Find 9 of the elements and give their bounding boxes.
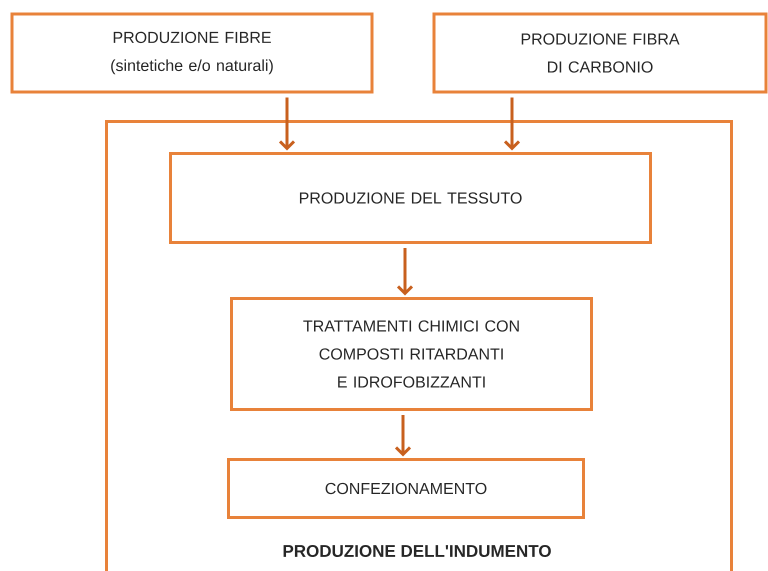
arrow — [278, 140, 296, 150]
process-box: PRODUZIONE DEL TESSUTO — [169, 152, 652, 244]
process-box: PRODUZIONE FIBRA DI CARBONIO — [432, 12, 768, 94]
arrow — [504, 140, 520, 150]
arrow — [396, 285, 414, 296]
process-box: PRODUZIONE FIBRE (sintetiche e/o naturali) — [10, 12, 374, 94]
process-box: TRATTAMENTI CHIMICI CON COMPOSTI RITARDANTI E IDROFOBIZZANTI — [230, 297, 593, 411]
process-box: CONFEZIONAMENTO — [227, 458, 585, 519]
arrow — [394, 446, 412, 456]
